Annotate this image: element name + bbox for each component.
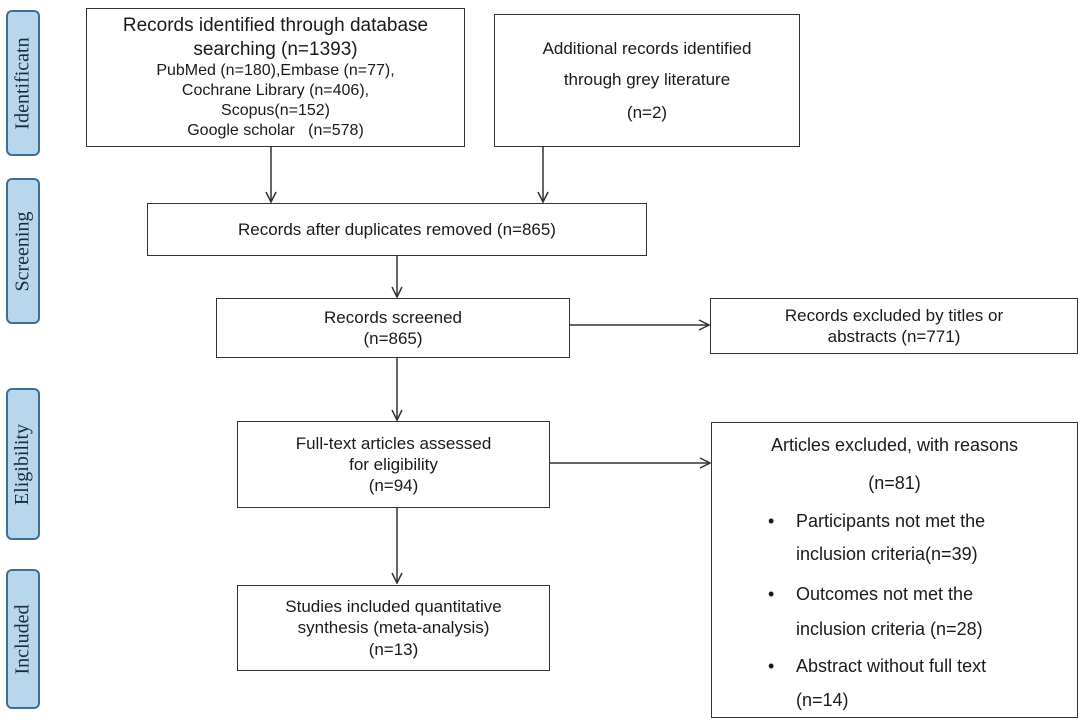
stage-identification: Identificatn [6, 10, 40, 156]
included-line-2: synthesis (meta-analysis) [297, 618, 490, 638]
duplicates-removed-box: Records after duplicates removed (n=865) [147, 203, 647, 256]
excluded-titles-box: Records excluded by titles or abstracts … [710, 298, 1078, 354]
grey-line-1: Additional records identified [542, 38, 752, 58]
bullet-icon: • [768, 584, 775, 604]
fulltext-line-2: for eligibility [349, 454, 438, 474]
stage-label: Included [11, 604, 34, 674]
stage-label: Eligibility [11, 423, 34, 505]
stage-eligibility: Eligibility [6, 388, 40, 540]
screened-label: Records screened [324, 307, 462, 327]
grey-literature-box: Additional records identified through gr… [494, 14, 800, 147]
reason-abstract-line-1: Abstract without full text [796, 656, 987, 676]
database-google: Google scholar (n=578) [187, 122, 364, 140]
included-count: (n=13) [368, 639, 419, 659]
excluded-titles-line-2: abstracts (n=771) [827, 327, 961, 346]
fulltext-count: (n=94) [368, 476, 419, 496]
studies-included-box: Studies included quantitative synthesis … [237, 585, 550, 671]
bullet-icon: • [768, 511, 775, 531]
reason-participants-line-1: Participants not met the [796, 511, 986, 531]
fulltext-assessed-box: Full-text articles assessed for eligibil… [237, 421, 550, 508]
database-pubmed-embase: PubMed (n=180),Embase (n=77), [156, 62, 395, 80]
records-screened-box: Records screened (n=865) [216, 298, 570, 358]
reason-participants-line-2: inclusion criteria(n=39) [796, 544, 978, 564]
reason-outcomes-line-1: Outcomes not met the [796, 584, 974, 604]
database-title: Records identified through database [122, 14, 429, 36]
stage-label: Screening [11, 211, 34, 291]
grey-count: (n=2) [626, 103, 668, 123]
excluded-titles-line-1: Records excluded by titles or [784, 305, 1004, 325]
grey-line-2: through grey literature [563, 69, 731, 89]
excluded-reasons-title: Articles excluded, with reasons [770, 435, 1019, 455]
database-total: searching (n=1393) [193, 38, 358, 60]
fulltext-line-1: Full-text articles assessed [295, 433, 492, 453]
database-cochrane: Cochrane Library (n=406), [181, 82, 370, 100]
database-records-box: Records identified through database sear… [86, 8, 465, 147]
duplicates-text: Records after duplicates removed (n=865) [238, 219, 556, 239]
stage-screening: Screening [6, 178, 40, 324]
excluded-reasons-box: Articles excluded, with reasons (n=81) •… [711, 422, 1078, 718]
reason-abstract-line-2: (n=14) [796, 690, 849, 710]
stage-included: Included [6, 569, 40, 709]
stage-label: Identificatn [11, 36, 34, 130]
database-scopus: Scopus(n=152) [221, 102, 330, 120]
excluded-reasons-count: (n=81) [868, 473, 921, 493]
screened-count: (n=865) [363, 329, 423, 348]
bullet-icon: • [768, 656, 775, 676]
included-line-1: Studies included quantitative [285, 597, 502, 617]
reason-outcomes-line-2: inclusion criteria (n=28) [796, 619, 983, 639]
